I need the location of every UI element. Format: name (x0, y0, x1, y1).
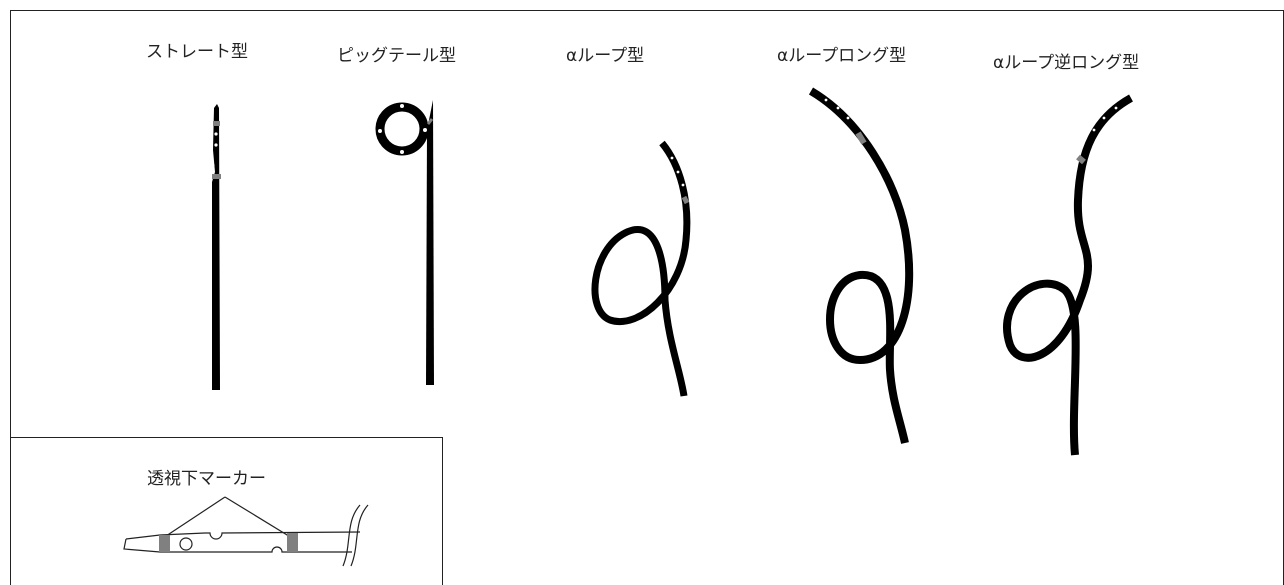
marker-band-1 (159, 535, 170, 552)
marker-band (212, 174, 221, 179)
alpha-loop-catheter (591, 140, 691, 397)
marker-band (213, 121, 220, 126)
label-pigtail: ピッグテール型 (337, 46, 456, 66)
straight-catheter (212, 104, 221, 390)
pigtail-catheter (375, 100, 434, 385)
label-straight: ストレート型 (146, 42, 248, 62)
label-alpha-loop-reverse-long: αループ逆ロング型 (993, 53, 1140, 73)
alpha-loop-long-catheter (808, 87, 914, 444)
inset-label: 透視下マーカー (147, 469, 266, 489)
alpha-loop-reverse-long-catheter (1003, 94, 1133, 456)
label-alpha-loop: αループ型 (566, 46, 645, 66)
marker-band-2 (287, 533, 298, 552)
marker-inset (10, 437, 443, 585)
label-alpha-loop-long: αループロング型 (777, 46, 907, 66)
